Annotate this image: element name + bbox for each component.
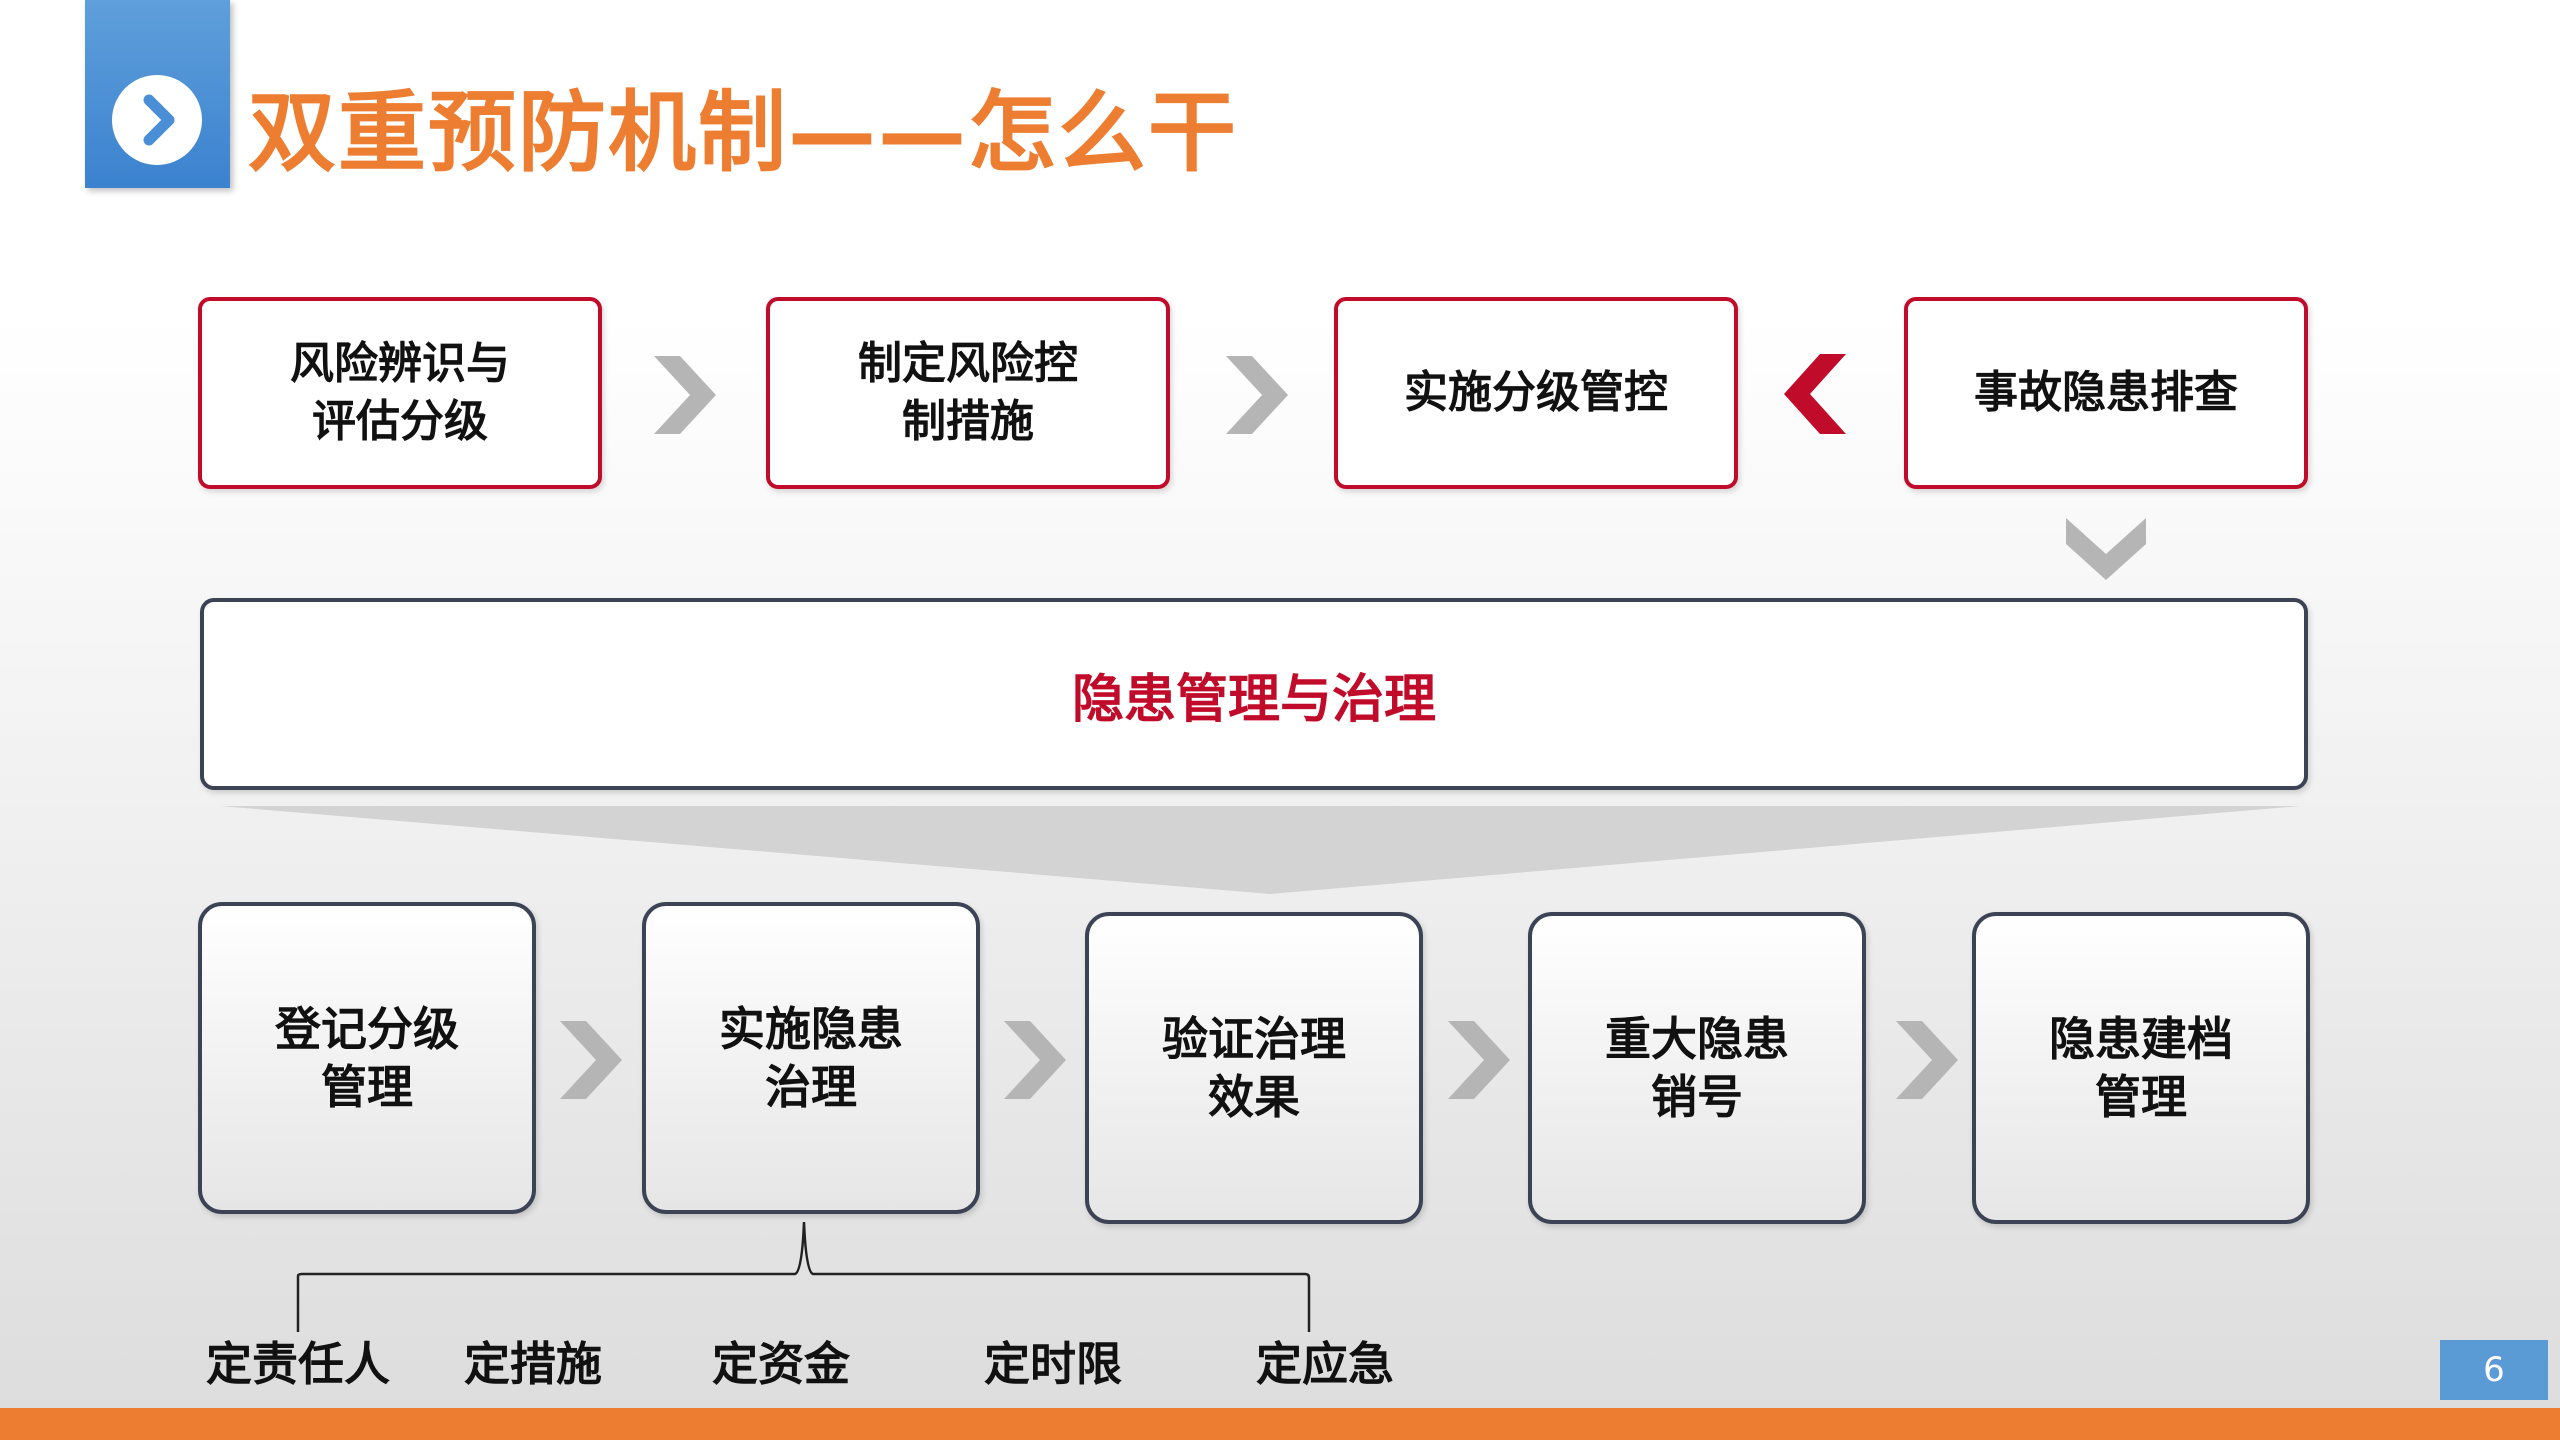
page-title: 双重预防机制——怎么干 <box>248 81 1239 184</box>
step-graded-control: 实施分级管控 <box>1334 297 1738 489</box>
step-line: 治理 <box>765 1060 857 1114</box>
chevron-right-circle-icon <box>112 75 202 165</box>
step-line: 实施隐患 <box>719 1002 903 1056</box>
tag-measures: 定措施 <box>464 1337 602 1391</box>
footer-bar <box>0 1408 2560 1440</box>
step-line: 评估分级 <box>312 396 488 447</box>
step-line: 制措施 <box>902 396 1034 447</box>
step-line: 事故隐患排查 <box>1974 367 2238 418</box>
brace-connector <box>296 1221 1311 1332</box>
tag-time-limit: 定时限 <box>984 1337 1122 1391</box>
step-line: 销号 <box>1651 1070 1743 1124</box>
step-line: 登记分级 <box>275 1002 459 1056</box>
page-number: 6 <box>2440 1340 2548 1400</box>
step-line: 实施分级管控 <box>1404 367 1668 418</box>
step-verify-effect: 验证治理效果 <box>1085 912 1423 1224</box>
step-risk-identification: 风险辨识与评估分级 <box>198 297 602 489</box>
chevron-left-icon <box>1780 352 1850 436</box>
step-hazard-investigation: 事故隐患排查 <box>1904 297 2308 489</box>
chevron-right-icon <box>1444 1018 1514 1102</box>
step-line: 制定风险控 <box>858 338 1078 389</box>
chevron-right-icon <box>1000 1018 1070 1102</box>
chevron-right-icon <box>1222 355 1292 435</box>
step-line: 效果 <box>1208 1070 1300 1124</box>
tag-funds: 定资金 <box>712 1337 850 1391</box>
tag-emergency: 定应急 <box>1256 1337 1394 1391</box>
funnel-shape <box>220 806 2300 894</box>
chevron-right-icon <box>556 1018 626 1102</box>
chevron-right-icon <box>650 355 720 435</box>
step-register-grade: 登记分级管理 <box>198 902 536 1214</box>
step-major-hazard-closure: 重大隐患销号 <box>1528 912 1866 1224</box>
step-line: 风险辨识与 <box>290 338 510 389</box>
chevron-down-icon <box>2064 516 2148 582</box>
step-line: 管理 <box>2095 1070 2187 1124</box>
step-archive-management: 隐患建档管理 <box>1972 912 2310 1224</box>
chevron-right-icon <box>1892 1018 1962 1102</box>
step-line: 重大隐患 <box>1605 1012 1789 1066</box>
hazard-management-label: 隐患管理与治理 <box>1071 669 1436 730</box>
hazard-management-box: 隐患管理与治理 <box>200 598 2308 790</box>
step-line: 管理 <box>321 1060 413 1114</box>
step-control-measures: 制定风险控制措施 <box>766 297 1170 489</box>
step-implement-treatment: 实施隐患治理 <box>642 902 980 1214</box>
step-line: 隐患建档 <box>2049 1012 2233 1066</box>
step-line: 验证治理 <box>1162 1012 1346 1066</box>
tag-responsible-person: 定责任人 <box>206 1337 390 1391</box>
